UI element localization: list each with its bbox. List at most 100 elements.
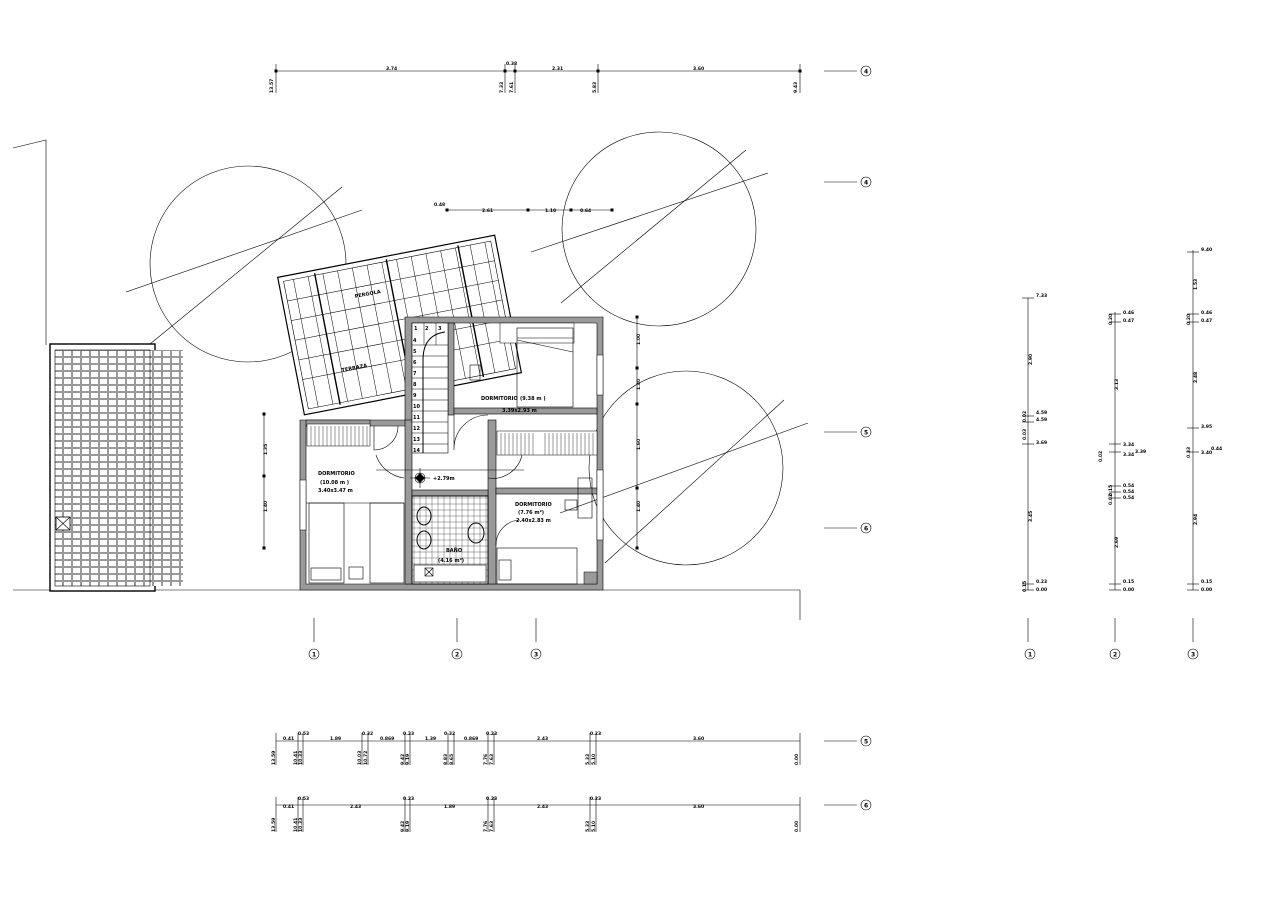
plan-vertical-dims-left: 1.35 1.40 [262, 412, 269, 550]
svg-text:3.60: 3.60 [693, 804, 704, 810]
svg-text:1.40: 1.40 [636, 379, 642, 390]
svg-text:3.95: 3.95 [1201, 424, 1212, 430]
svg-text:6: 6 [413, 360, 417, 366]
svg-text:0.00: 0.00 [1201, 587, 1212, 593]
svg-text:0.23: 0.23 [486, 731, 497, 737]
svg-text:0.54: 0.54 [1123, 495, 1134, 501]
svg-text:1.40: 1.40 [636, 501, 642, 512]
bottom-dimension-line-5: 13.59 0.41 0.53 1.89 0.32 0.869 0.23 1.3… [271, 731, 801, 765]
svg-text:3.13: 3.13 [1114, 379, 1120, 390]
svg-text:2.43: 2.43 [537, 736, 548, 742]
svg-text:1.89: 1.89 [330, 736, 341, 742]
svg-text:1: 1 [312, 652, 316, 659]
svg-text:10.33: 10.33 [298, 818, 304, 832]
dim-text: 3.74 [386, 66, 397, 72]
svg-text:0.15: 0.15 [1022, 581, 1028, 592]
pergola: PERGOLA TERRAZA [277, 234, 523, 416]
room-area: (7.76 m²) [518, 510, 544, 516]
svg-text:10.72: 10.72 [363, 751, 369, 765]
tree-top-right [530, 131, 769, 327]
svg-text:0.41: 0.41 [283, 804, 294, 810]
svg-text:0.869: 0.869 [380, 736, 394, 742]
svg-text:4.59: 4.59 [1036, 417, 1047, 423]
room-area: (4.16 m²) [438, 558, 464, 564]
svg-text:9.19: 9.19 [405, 821, 411, 832]
svg-text:0.54: 0.54 [1123, 489, 1134, 495]
svg-text:1.53: 1.53 [1193, 279, 1199, 290]
dim-text: 2.31 [552, 66, 563, 72]
room-name: BAÑO [446, 547, 462, 554]
svg-text:0.03: 0.03 [1022, 429, 1028, 440]
svg-text:7.63: 7.63 [489, 821, 495, 832]
svg-text:2.94: 2.94 [1193, 514, 1199, 525]
dim-text: 9.43 [793, 82, 799, 93]
room-name: DORMITORIO [515, 502, 552, 508]
svg-text:3.69: 3.69 [1036, 440, 1047, 446]
section-column-3: 9.40 1.53 0.46 0.47 0.20 2.48 3.95 0.33 … [1186, 247, 1222, 660]
svg-text:0.23: 0.23 [403, 796, 414, 802]
axis-marker-5: 5 [824, 426, 872, 438]
svg-text:0.53: 0.53 [298, 796, 309, 802]
svg-text:4: 4 [864, 180, 868, 187]
svg-text:0.23: 0.23 [486, 796, 497, 802]
dim-text: 7.33 [499, 82, 505, 93]
svg-text:4: 4 [864, 69, 868, 76]
svg-text:3.34: 3.34 [1123, 442, 1134, 448]
svg-text:1: 1 [414, 326, 418, 332]
plan-vertical-dims-right: 1.00 1.40 1.60 1.40 [635, 315, 642, 550]
svg-text:3.60: 3.60 [693, 736, 704, 742]
room-size: 3.40x3.47 m [318, 488, 353, 494]
svg-text:2: 2 [425, 326, 429, 332]
bottom-dimension-line-6: 13.59 0.41 0.53 2.43 0.23 1.89 0.23 2.43… [271, 796, 801, 832]
svg-text:9.19: 9.19 [405, 754, 411, 765]
svg-text:13: 13 [413, 437, 420, 443]
svg-text:9: 9 [413, 393, 417, 399]
level-marker: +2.79m [410, 468, 455, 488]
svg-text:0.20: 0.20 [1186, 314, 1192, 325]
axis-marker-2: 2 [451, 618, 463, 660]
svg-text:6: 6 [864, 803, 868, 810]
svg-text:0.02: 0.02 [1098, 451, 1104, 462]
svg-text:0.23: 0.23 [590, 731, 601, 737]
svg-text:2.43: 2.43 [537, 804, 548, 810]
tiled-roof [49, 343, 183, 592]
svg-text:10.41: 10.41 [293, 818, 299, 832]
svg-text:1.40: 1.40 [263, 501, 269, 512]
dim-text: 5.83 [592, 82, 598, 93]
svg-text:8.65: 8.65 [449, 754, 455, 765]
svg-text:3: 3 [1191, 652, 1195, 659]
room-name: DORMITORIO [481, 396, 518, 402]
axis-marker-3: 3 [530, 618, 542, 660]
svg-text:5: 5 [413, 349, 417, 355]
section-column-2: 0.46 0.47 0.20 3.13 3.34 3.39 3.34 0.02 … [1098, 310, 1146, 660]
svg-text:10.33: 10.33 [298, 751, 304, 765]
room-size: 2.40x2.83 m [516, 518, 551, 524]
stair: 1 2 3 4 5 6 7 8 9 10 11 12 13 14 [411, 322, 449, 454]
dim-text: 13.57 [269, 79, 275, 93]
room-labels: DORMITORIO (9.38 m ) 3.39x2.93 m DORMITO… [318, 396, 552, 564]
svg-text:0.47: 0.47 [1201, 318, 1212, 324]
svg-text:8.83: 8.83 [443, 754, 449, 765]
svg-text:3: 3 [438, 326, 442, 332]
svg-text:0.02: 0.02 [1108, 494, 1114, 505]
svg-text:7.63: 7.63 [489, 754, 495, 765]
svg-text:5.10: 5.10 [591, 754, 597, 765]
svg-text:0.32: 0.32 [362, 731, 373, 737]
svg-text:0.48: 0.48 [434, 202, 445, 208]
svg-text:0.54: 0.54 [1123, 483, 1134, 489]
svg-text:5: 5 [864, 430, 868, 437]
svg-text:6: 6 [864, 526, 868, 533]
svg-text:5: 5 [864, 739, 868, 746]
svg-text:3.34: 3.34 [1123, 452, 1134, 458]
svg-text:2.69: 2.69 [1114, 537, 1120, 548]
svg-text:0.869: 0.869 [464, 736, 478, 742]
svg-text:0.00: 0.00 [1036, 587, 1047, 593]
level-text: +2.79m [433, 476, 455, 482]
svg-text:1.35: 1.35 [263, 444, 269, 455]
top-dimension-line-1: 13.57 3.74 7.33 0.38 7.61 2.31 5.83 3.60… [269, 61, 802, 93]
svg-text:2.90: 2.90 [1028, 354, 1034, 365]
svg-text:7.33: 7.33 [1036, 293, 1047, 299]
svg-text:0.00: 0.00 [794, 821, 800, 832]
svg-text:12: 12 [413, 426, 420, 432]
